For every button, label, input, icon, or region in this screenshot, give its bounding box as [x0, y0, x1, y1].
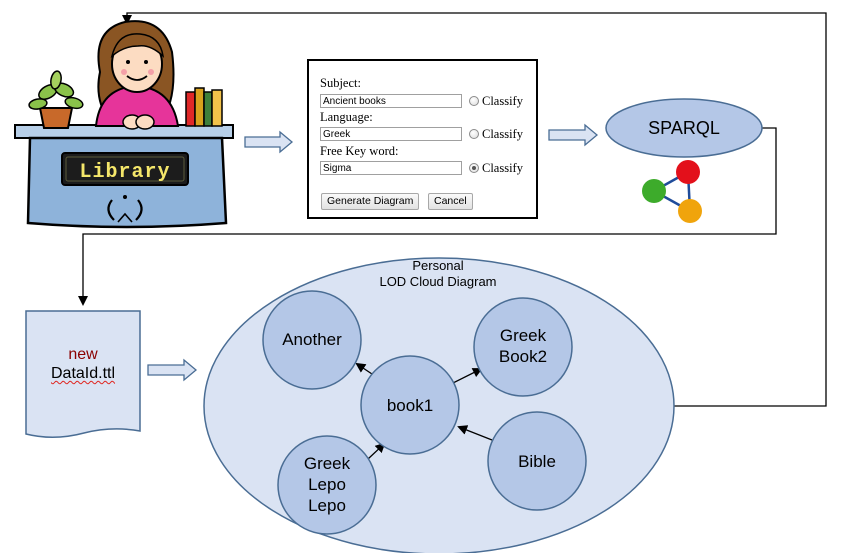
node-bible — [487, 411, 587, 511]
greek-lepo-line3: Lepo — [308, 496, 346, 515]
language-label: Language: — [320, 110, 373, 124]
cloud-title-line1: Personal — [412, 258, 464, 273]
edge-greek-lepo-to-book1 — [367, 442, 386, 460]
library-sign-text: Library — [79, 161, 170, 184]
language-radio-label: Classify — [482, 126, 523, 141]
keyword-input[interactable]: Sigma — [320, 161, 462, 175]
greek-book2-line2: Book2 — [498, 347, 548, 366]
feedback-loop-line — [122, 12, 827, 407]
node-book1-label: book1 — [386, 396, 434, 415]
keyword-classify-radio[interactable]: Classify — [469, 160, 523, 176]
greek-book2-line1: Greek — [499, 326, 547, 345]
data-file-word-new: new — [68, 346, 98, 363]
language-radio-button[interactable] — [469, 129, 479, 139]
language-input[interactable]: Greek — [320, 127, 462, 141]
keyword-radio-label: Classify — [482, 160, 523, 175]
node-greek-lepo — [277, 435, 377, 535]
arrow-library-to-form — [244, 130, 294, 154]
arrow-datafile-to-cloud — [147, 358, 198, 382]
node-greek-lepo-label: Greek Lepo Lepo — [278, 453, 376, 516]
subject-radio-label: Classify — [482, 93, 523, 108]
node-bible-label: Bible — [518, 452, 556, 471]
greek-lepo-line1: Greek — [303, 454, 351, 473]
subject-radio-button[interactable] — [469, 96, 479, 106]
sparql-logo — [642, 160, 702, 223]
edge-bible-to-book1 — [457, 425, 493, 441]
data-file-name: DataId.ttl — [50, 365, 116, 382]
generate-diagram-button[interactable]: Generate Diagram — [321, 193, 420, 210]
cloud-title-line2: LOD Cloud Diagram — [379, 274, 497, 289]
cloud-title: Personal LOD Cloud Diagram — [338, 258, 538, 290]
keyword-label: Free Key word: — [320, 144, 399, 158]
greek-lepo-line2: Lepo — [308, 475, 346, 494]
cancel-button[interactable]: Cancel — [428, 193, 473, 210]
node-greek-book2 — [473, 297, 573, 397]
search-form-panel: Subject: Ancient books Classify Language… — [307, 59, 538, 219]
arrow-form-to-sparql — [548, 123, 599, 147]
data-file-label: new DataId.ttl — [26, 345, 140, 383]
node-greek-book2-label: Greek Book2 — [474, 325, 572, 367]
sparql-ellipse — [605, 98, 763, 158]
edge-book1-to-greek-book2 — [448, 368, 483, 386]
node-another-label: Another — [282, 330, 342, 349]
keyword-radio-button[interactable] — [469, 163, 479, 173]
sparql-label: SPARQL — [648, 118, 720, 138]
subject-classify-radio[interactable]: Classify — [469, 93, 523, 109]
subject-input[interactable]: Ancient books — [320, 94, 462, 108]
language-classify-radio[interactable]: Classify — [469, 126, 523, 142]
sparql-to-datafile-line — [78, 127, 777, 306]
node-book1 — [360, 355, 460, 455]
node-another — [262, 290, 362, 390]
subject-label: Subject: — [320, 76, 361, 90]
data-file-document — [25, 310, 141, 438]
librarian-illustration: Library — [14, 20, 234, 229]
